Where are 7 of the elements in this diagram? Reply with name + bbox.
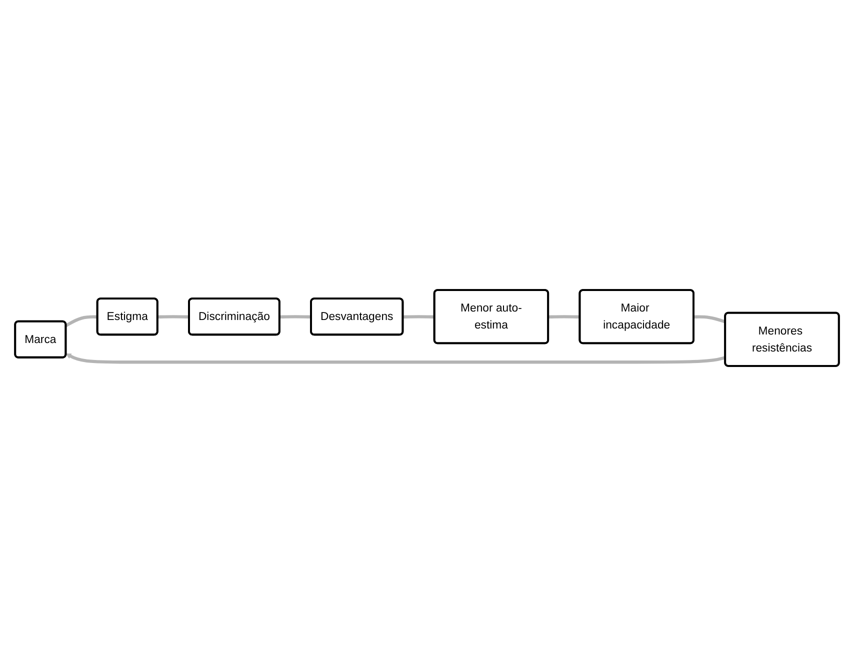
arrow [66, 353, 726, 364]
connector [280, 315, 312, 319]
connector [548, 315, 580, 319]
connector [694, 315, 726, 324]
connector [403, 315, 435, 319]
connector [65, 315, 98, 328]
connector [158, 315, 190, 319]
